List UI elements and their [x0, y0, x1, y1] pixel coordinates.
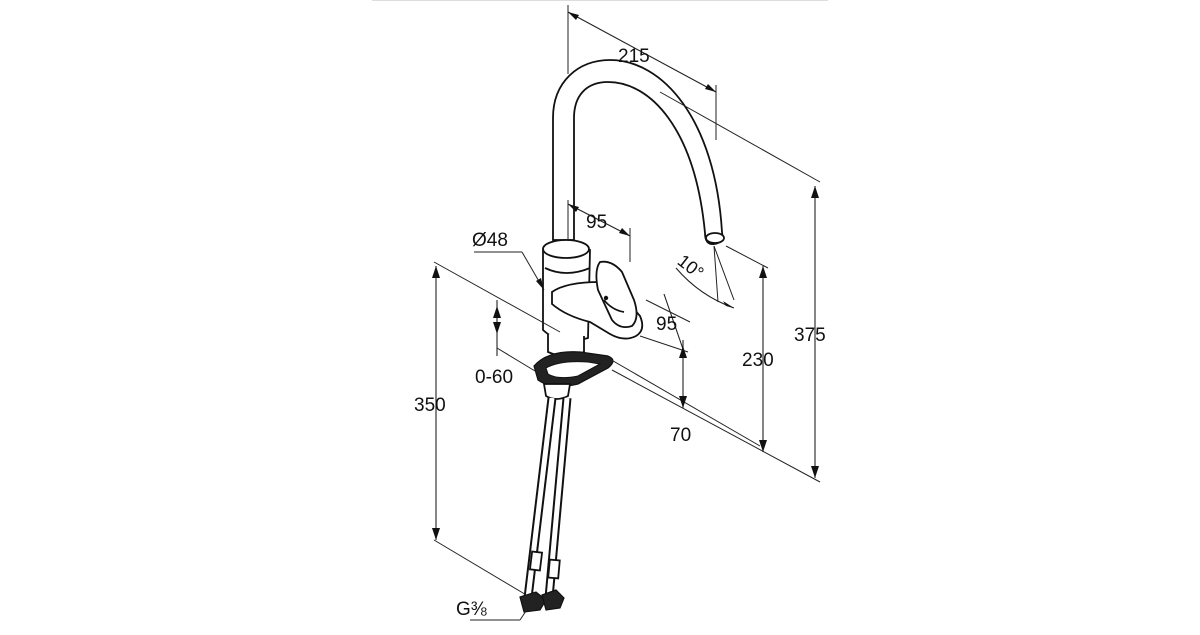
dim-line-215: [567, 11, 717, 93]
supply-hoses: [519, 397, 572, 613]
lever-pivot: [603, 295, 609, 301]
ext-line-350-bottom: [433, 539, 529, 597]
label-handle-depth: 95: [656, 314, 677, 335]
dim-line-95-lower: [663, 293, 685, 353]
ext-line-375-bottom: [611, 369, 821, 483]
spout: [552, 59, 724, 245]
ext-line-230-top: [725, 245, 769, 269]
label-spout-height: 230: [742, 350, 774, 371]
connection-nut-left: [519, 591, 547, 613]
label-handle-offset: 95: [586, 212, 607, 233]
hose-ferrule-left: [528, 550, 544, 572]
dimension-lines: [432, 5, 821, 621]
body-ring: [544, 267, 591, 274]
label-handle-angle: 10°: [674, 251, 708, 284]
body-top: [542, 239, 590, 259]
ext-line-350-top: [433, 261, 561, 333]
label-connection-thread: G⅜: [456, 599, 487, 620]
ext-line-95-lower: [645, 299, 691, 323]
connection-nut-right: [541, 589, 565, 611]
faucet-outline: [533, 59, 725, 400]
angle-spout-line: [713, 245, 735, 301]
lever-grip: [595, 260, 638, 329]
dim-line-95-upper: [567, 203, 631, 237]
angle-ref-line: [713, 245, 719, 303]
hose-ferrule-right: [547, 558, 561, 580]
spout-outlet: [705, 232, 725, 244]
label-deck-thickness: 0-60: [475, 367, 513, 388]
label-hose-length: 350: [414, 395, 446, 416]
label-body-diameter: Ø48: [472, 230, 508, 251]
ext-line-0-60: [496, 347, 541, 375]
ext-line-95-lower-b: [639, 335, 689, 353]
lever-detail: [603, 299, 625, 313]
mounting-plate-hole: [545, 361, 602, 379]
label-spout-reach: 215: [618, 46, 650, 67]
label-total-height: 375: [794, 325, 826, 346]
dimension-labels: 215 Ø48 95 10° 95 230 375 350 0-60 70 G⅜: [414, 46, 826, 620]
label-mount-offset: 70: [670, 425, 691, 446]
mounting-nut: [542, 383, 572, 400]
leader-g38-diagonal: [519, 607, 529, 621]
ext-line-375-top: [659, 91, 821, 183]
